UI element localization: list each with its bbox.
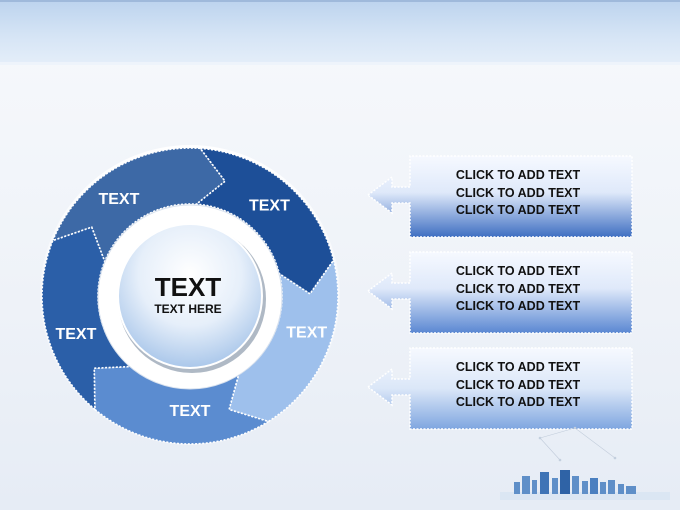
callout-line[interactable]: CLICK TO ADD TEXT [455,185,581,200]
cycle-segment-1[interactable] [51,147,227,264]
callout-line[interactable]: CLICK TO ADD TEXT [455,360,581,374]
cycle-segment-5[interactable] [41,226,133,412]
callout-shape [366,251,633,334]
cycle-segment-label-2[interactable]: TEXT [249,198,290,215]
callout-shape [366,347,633,430]
callout-text: CLICK TO ADD TEXT CLICK TO ADD TEXT CLIC… [412,359,624,412]
cycle-segment-label-1[interactable]: TEXT [98,191,139,208]
callout-line[interactable]: CLICK TO ADD TEXT [455,299,581,313]
cycle-segment-4[interactable] [93,365,271,445]
callout-text: CLICK TO ADD TEXT CLICK TO ADD TEXT CLIC… [412,167,624,220]
callout-line[interactable]: CLICK TO ADD TEXT [455,264,581,278]
cycle-segment-3[interactable] [228,258,339,423]
cycle-diagram: TEXT TEXT HERE TEXT TEXT TEXT TEXT TEXT [40,145,340,445]
callout-line[interactable]: CLICK TO ADD TEXT [455,203,581,217]
callout-2[interactable]: CLICK TO ADD TEXT CLICK TO ADD TEXT CLIC… [366,249,634,335]
center-circle [117,223,263,369]
center-title[interactable]: TEXT [155,272,222,302]
callout-line[interactable]: CLICK TO ADD TEXT [455,395,581,409]
cycle-segment-label-3[interactable]: TEXT [286,325,327,342]
callout-line[interactable]: CLICK TO ADD TEXT [455,168,581,182]
callout-3[interactable]: CLICK TO ADD TEXT CLICK TO ADD TEXT CLIC… [366,345,634,431]
city-skyline-decoration [500,426,670,500]
callout-text: CLICK TO ADD TEXT CLICK TO ADD TEXT CLIC… [412,263,624,316]
callout-shape [366,155,633,238]
callout-1[interactable]: CLICK TO ADD TEXT CLICK TO ADD TEXT CLIC… [366,153,634,239]
cycle-segment-label-5[interactable]: TEXT [55,326,96,343]
callout-line[interactable]: CLICK TO ADD TEXT [455,377,581,392]
cycle-segment-2[interactable] [194,147,335,295]
header-stripe [0,62,680,65]
callout-line[interactable]: CLICK TO ADD TEXT [455,281,581,296]
cycle-segment-label-4[interactable]: TEXT [170,403,211,420]
center-subtitle[interactable]: TEXT HERE [154,302,221,316]
